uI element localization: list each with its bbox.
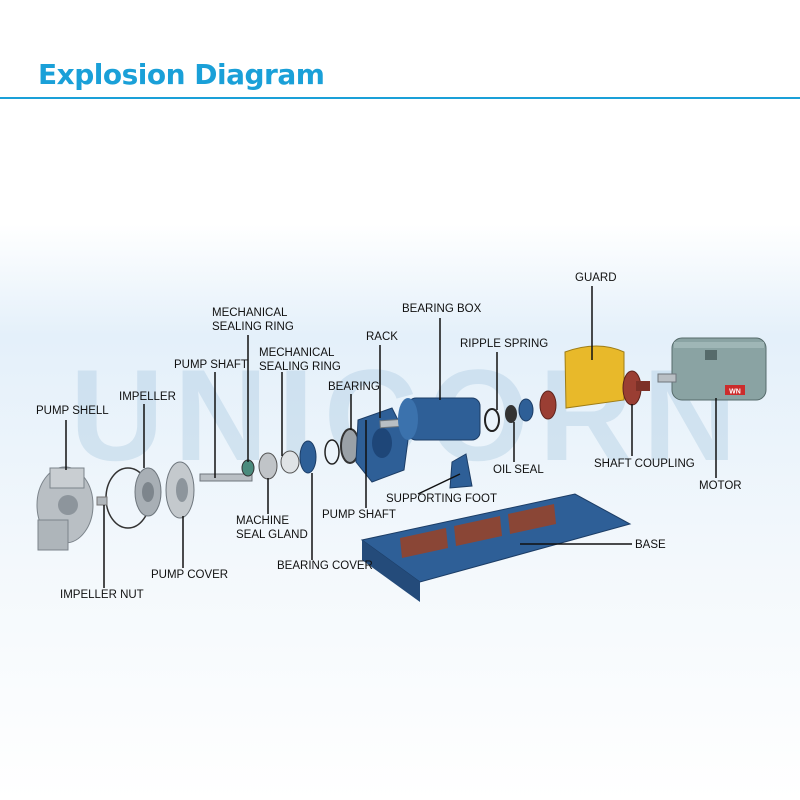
impeller-part xyxy=(134,467,162,517)
label-pump-shaft-2: PUMP SHAFT xyxy=(322,509,396,521)
pump-coupling-part xyxy=(539,390,557,420)
label-supporting-foot: SUPPORTING FOOT xyxy=(386,493,497,505)
label-pump-shaft-1: PUMP SHAFT xyxy=(174,359,248,371)
bearing-cover-part xyxy=(299,440,317,474)
pump-cover-part xyxy=(165,461,195,519)
label-oil-seal: OIL SEAL xyxy=(493,464,544,476)
label-base: BASE xyxy=(635,539,666,551)
bearing-box-part xyxy=(398,397,481,441)
label-machine-seal-gland: MACHINE SEAL GLAND xyxy=(236,515,308,541)
pump-shell-part xyxy=(36,466,94,551)
pump-shaft-part xyxy=(199,473,253,482)
label-guard: GUARD xyxy=(575,272,617,284)
leader-lines xyxy=(65,286,717,588)
seal-gland-part xyxy=(258,452,278,480)
shaft-coupling-part xyxy=(622,370,650,406)
mech-seal-ring-1-part xyxy=(241,459,255,477)
ripple-spring-part xyxy=(484,408,500,432)
supporting-foot-part xyxy=(449,453,473,489)
label-bearing: BEARING xyxy=(328,381,380,393)
label-bearing-box: BEARING BOX xyxy=(402,303,482,315)
label-impeller-nut: IMPELLER NUT xyxy=(60,589,144,601)
motor-badge: WN xyxy=(729,389,741,396)
label-rack: RACK xyxy=(366,331,398,343)
oil-seal-ring-part xyxy=(518,398,534,422)
motor-part: WN xyxy=(657,337,767,401)
label-pump-shell: PUMP SHELL xyxy=(36,405,109,417)
gasket-part xyxy=(324,439,340,465)
label-shaft-coupling: SHAFT COUPLING xyxy=(594,458,695,470)
impeller-nut-part xyxy=(96,496,108,506)
mech-seal-ring-2-part xyxy=(280,450,300,474)
label-impeller: IMPELLER xyxy=(119,391,176,403)
base-part xyxy=(360,493,632,602)
label-motor: MOTOR xyxy=(699,480,742,492)
label-bearing-cover: BEARING COVER xyxy=(277,560,373,572)
label-pump-cover: PUMP COVER xyxy=(151,569,229,581)
page-title: Explosion Diagram xyxy=(38,58,325,91)
label-mechanical-sealing-ring-2: MECHANICAL SEALING RING xyxy=(259,347,341,373)
guard-part xyxy=(564,345,625,409)
oil-seal-part xyxy=(505,405,517,423)
label-mechanical-sealing-ring-1: MECHANICAL SEALING RING xyxy=(212,307,294,333)
label-ripple-spring: RIPPLE SPRING xyxy=(460,338,549,350)
title-underline xyxy=(0,97,800,99)
